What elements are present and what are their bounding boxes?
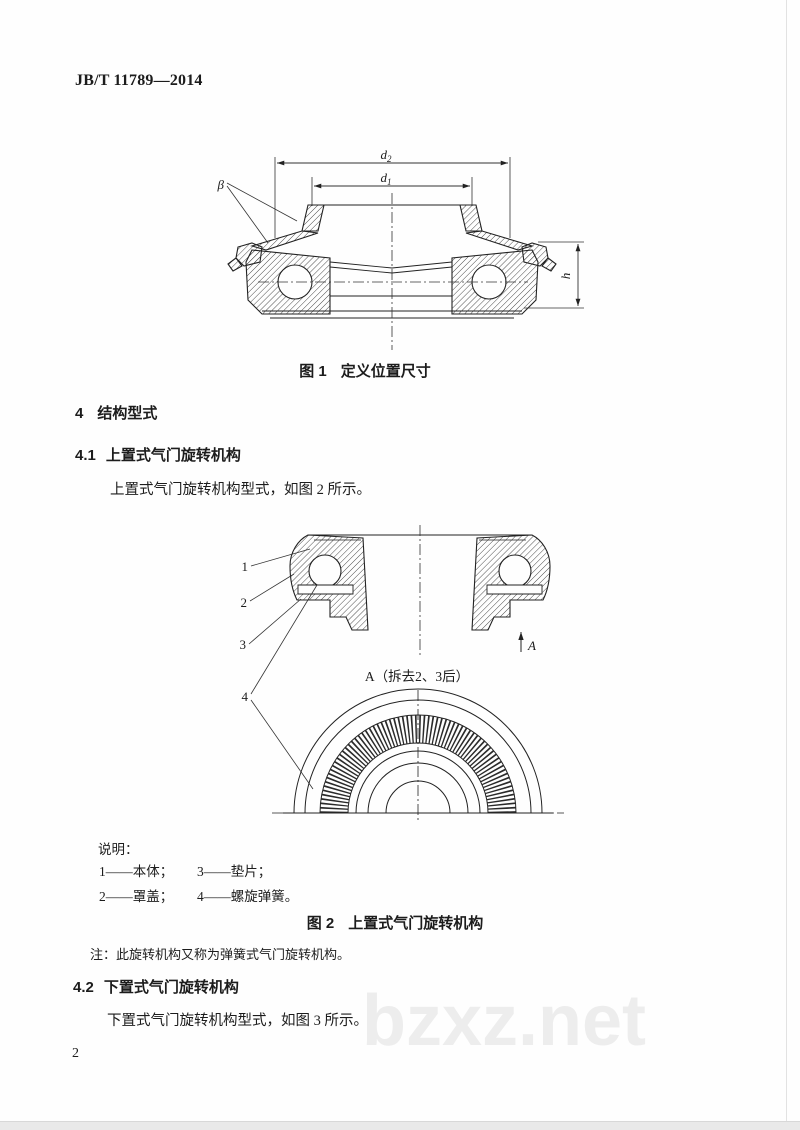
- helical-spring-band: [320, 715, 516, 814]
- legend-item-3: 3——垫片；: [197, 864, 272, 879]
- callout-2: 2: [241, 595, 248, 610]
- page-edge-right: [786, 0, 787, 1130]
- section-view: [289, 534, 551, 631]
- figure1-caption-text: 定义位置尺寸: [340, 363, 431, 380]
- label-d1: d1: [381, 170, 392, 187]
- figure2-caption-text: 上置式气门旋转机构: [348, 915, 484, 932]
- figure1-drawing: d2 d1 β: [217, 147, 584, 350]
- section-4-1-title: 上置式气门旋转机构: [105, 447, 241, 464]
- legend-title: 说明：: [98, 842, 139, 857]
- arrow-a-label: A: [527, 638, 536, 653]
- label-h: h: [558, 273, 573, 280]
- section-4-number: 4: [75, 405, 84, 422]
- callout-4: 4: [242, 689, 249, 704]
- label-d2: d2: [381, 147, 393, 164]
- figure2-drawing: 1 2 3 4 A A（拆去2、3后）: [240, 525, 564, 822]
- page-edge-bottom: [0, 1121, 800, 1130]
- section-4-heading: 4 结构型式: [75, 402, 157, 423]
- dimension-h: [524, 241, 584, 309]
- callout-3: 3: [240, 637, 247, 652]
- section-arrow-a: A: [518, 632, 536, 653]
- ball-right: [498, 554, 532, 588]
- page-number: 2: [72, 1046, 79, 1061]
- cover-washer-left: [297, 584, 354, 595]
- figure2-caption-label: 图 2: [306, 915, 335, 932]
- figure1-caption: 图 1 定义位置尺寸: [205, 360, 525, 381]
- callout-1: 1: [242, 559, 249, 574]
- view-a: [272, 688, 564, 822]
- legend-item-2: 2——罩盖；: [99, 889, 174, 904]
- section-4-2-number: 4.2: [73, 979, 94, 996]
- ball-left: [308, 554, 342, 588]
- watermark: bzxz.net: [362, 981, 647, 1061]
- dimension-d1: [311, 177, 473, 206]
- centerlines: [258, 193, 528, 350]
- legend-item-1: 1——本体；: [99, 864, 174, 879]
- view-a-label: A（拆去2、3后）: [365, 669, 469, 684]
- label-beta: β: [217, 177, 298, 244]
- section-4-title: 结构型式: [97, 405, 158, 422]
- figure2-note: 注：此旋转机构又称为弹簧式气门旋转机构。: [90, 947, 351, 962]
- standard-number-header: JB/T 11789—2014: [75, 72, 203, 89]
- svg-text:β: β: [217, 177, 225, 192]
- section-4-1-body: 上置式气门旋转机构型式，如图 2 所示。: [110, 482, 371, 498]
- section-4-2-heading: 4.2 下置式气门旋转机构: [73, 976, 239, 997]
- section-4-1-number: 4.1: [75, 447, 96, 464]
- section-4-1-heading: 4.1 上置式气门旋转机构: [75, 444, 241, 465]
- figure2-caption: 图 2 上置式气门旋转机构: [235, 912, 555, 933]
- cover-washer-right: [486, 584, 543, 595]
- dimension-d2: [274, 157, 511, 238]
- callouts: 1 2 3 4: [240, 548, 318, 790]
- section-4-2-body: 下置式气门旋转机构型式，如图 3 所示。: [107, 1013, 368, 1029]
- legend-item-4: 4——螺旋弹簧。: [197, 889, 299, 904]
- figure1-caption-label: 图 1: [299, 363, 327, 380]
- section-4-2-title: 下置式气门旋转机构: [103, 979, 239, 996]
